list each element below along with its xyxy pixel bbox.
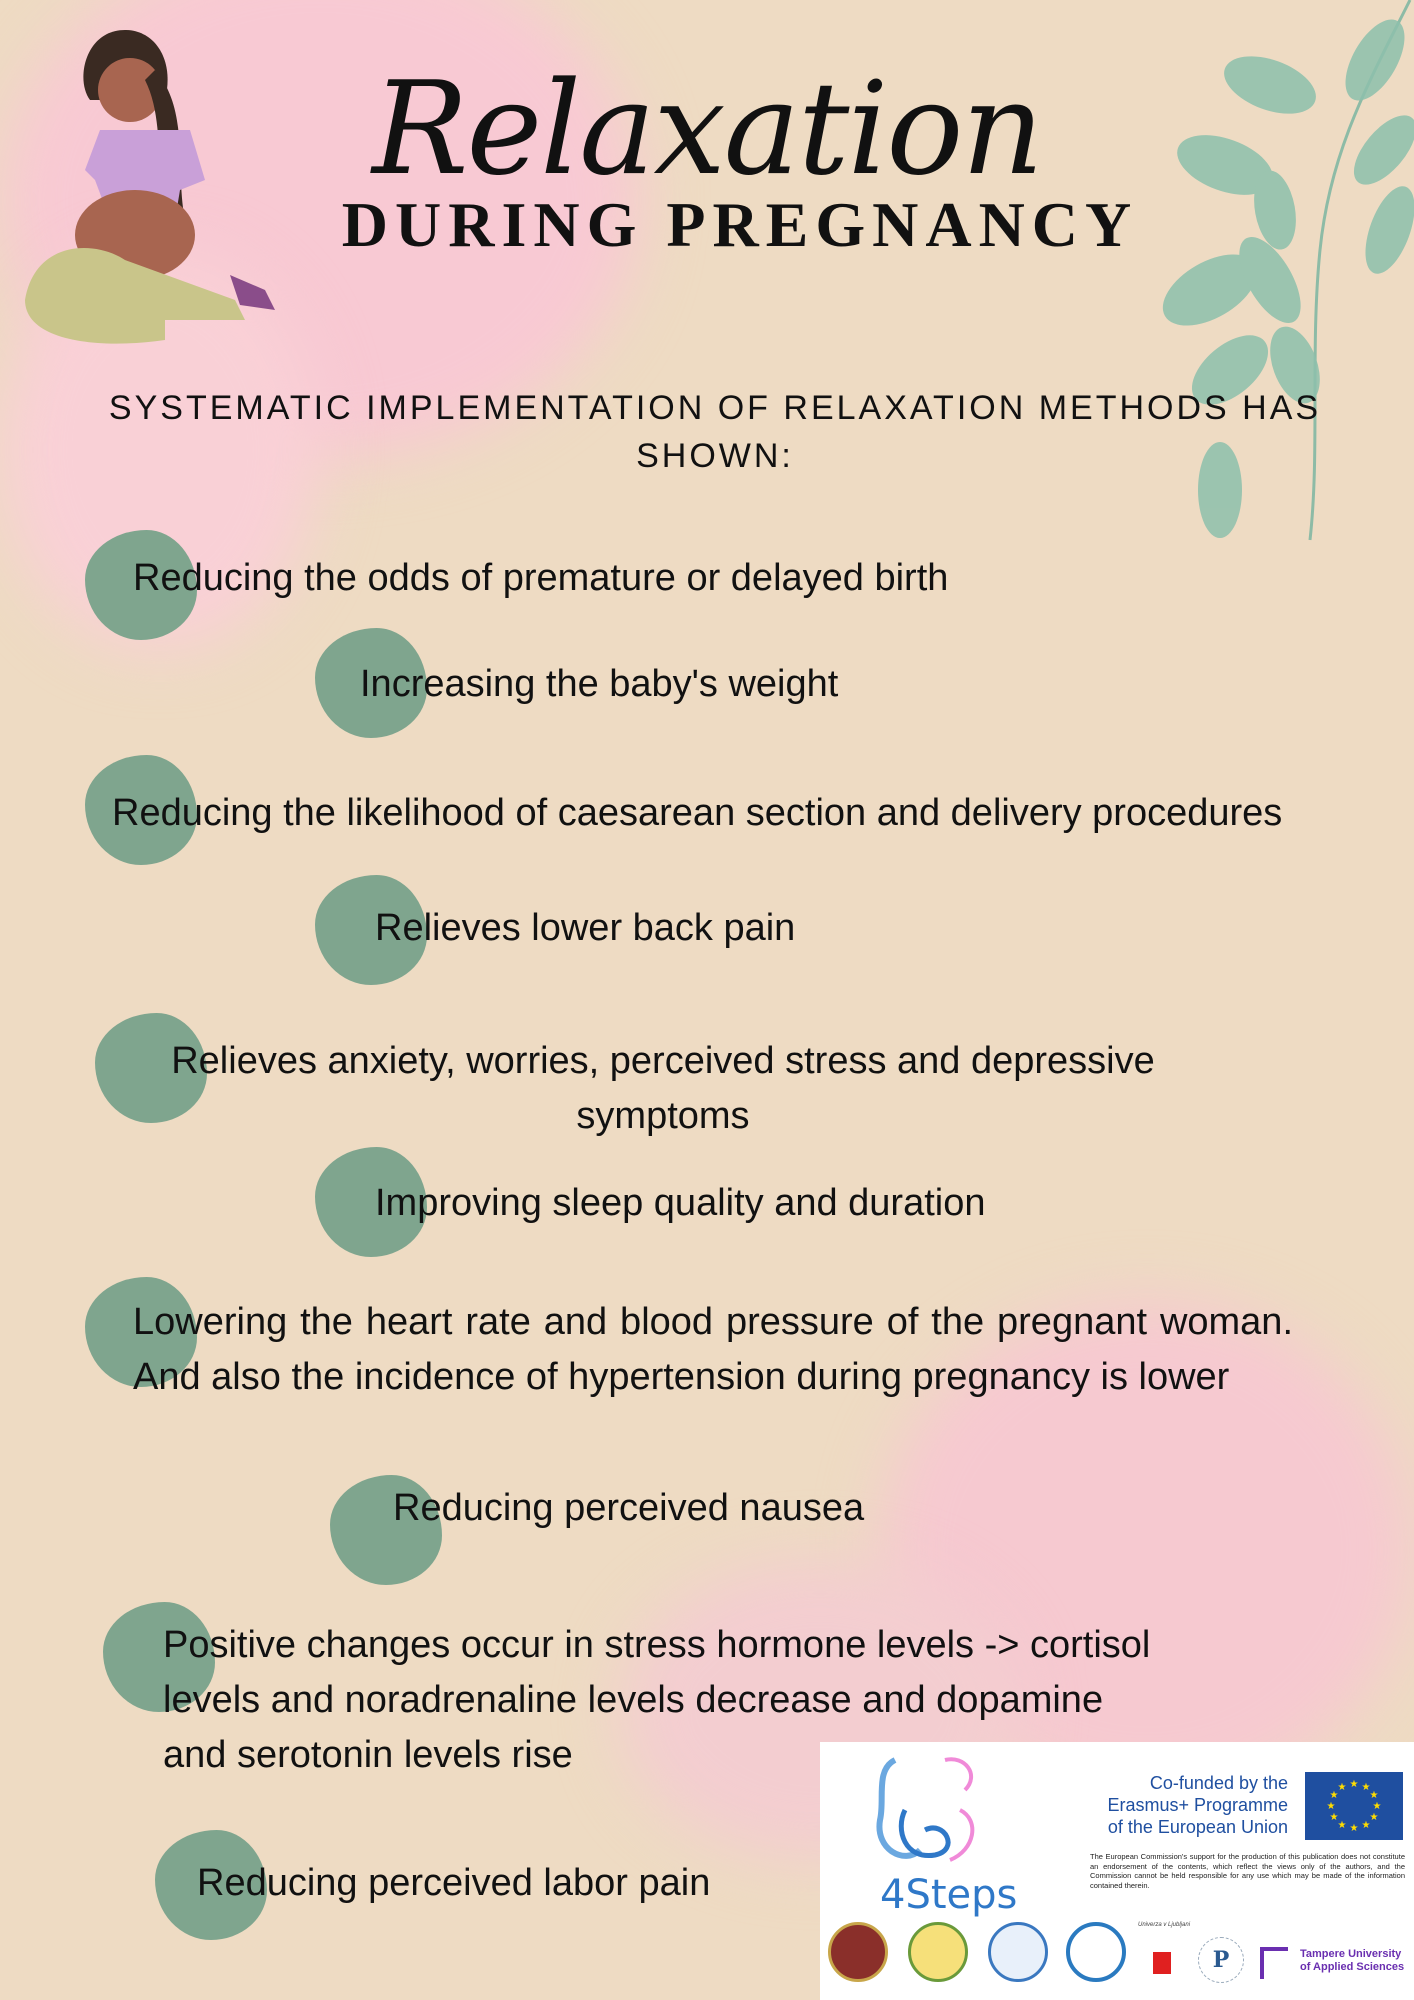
svg-text:★: ★ xyxy=(1373,1801,1382,1812)
tampere-label: Tampere University of Applied Sciences xyxy=(1300,1948,1405,1973)
4steps-logo-icon xyxy=(876,1757,975,1862)
leaf-branch-decoration xyxy=(1162,0,1414,541)
benefit-item: Positive changes occur in stress hormone… xyxy=(163,1624,1151,1776)
4steps-logo-text: 4Steps xyxy=(880,1872,1018,1918)
pregnant-woman-illustration xyxy=(25,30,275,344)
benefit-item: Improving sleep quality and duration xyxy=(375,1182,986,1224)
benefit-item: Lowering the heart rate and blood pressu… xyxy=(133,1301,1293,1398)
svg-text:★: ★ xyxy=(1327,1801,1336,1812)
eu-disclaimer: The European Commission's support for th… xyxy=(1090,1852,1405,1890)
benefit-item: Reducing the odds of premature or delaye… xyxy=(133,557,949,599)
svg-text:★: ★ xyxy=(1362,1782,1371,1793)
benefit-item: Reducing the likelihood of caesarean sec… xyxy=(112,792,1283,834)
bullet-blob xyxy=(85,530,197,640)
bullet-blob xyxy=(315,628,427,738)
bullet-blob xyxy=(95,1013,207,1123)
svg-text:★: ★ xyxy=(1330,1812,1339,1823)
svg-text:★: ★ xyxy=(1370,1812,1379,1823)
svg-text:★: ★ xyxy=(1330,1790,1339,1801)
partner-seal-4 xyxy=(1066,1922,1126,1982)
eu-funding-text: Co-funded by the Erasmus+ Programme of t… xyxy=(1107,1773,1288,1837)
svg-text:★: ★ xyxy=(1338,1820,1347,1831)
eu-flag-icon: ★★★★★★ ★★★★★★ xyxy=(1305,1772,1403,1840)
partner-seals xyxy=(828,1922,1148,1984)
ljubljana-label: Univerza v Ljubljani xyxy=(1138,1922,1191,1928)
svg-text:★: ★ xyxy=(1338,1782,1347,1793)
primorska-logo-icon: P xyxy=(1198,1937,1244,1983)
svg-text:★: ★ xyxy=(1370,1790,1379,1801)
bullet-blob xyxy=(315,1147,427,1257)
page-title: Relaxation xyxy=(372,55,1044,204)
partner-seal-1 xyxy=(828,1922,888,1982)
intro-text: SYSTEMATIC IMPLEMENTATION OF RELAXATION … xyxy=(108,389,1322,475)
funding-logos-panel: 4Steps Co-funded by the Erasmus+ Program… xyxy=(820,1742,1414,2000)
svg-text:★: ★ xyxy=(1350,1823,1359,1834)
bullet-blob xyxy=(103,1602,215,1712)
tampere-logo-icon xyxy=(1260,1947,1288,1979)
partner-seal-3 xyxy=(988,1922,1048,1982)
page-subtitle: DURING PREGNANCY xyxy=(341,189,1139,260)
svg-text:★: ★ xyxy=(1362,1820,1371,1831)
benefit-item: Relieves anxiety, worries, perceived str… xyxy=(171,1040,1155,1137)
bullet-blob xyxy=(85,755,197,865)
ljubljana-logo-icon xyxy=(1153,1952,1171,1974)
bullet-blob xyxy=(85,1277,197,1387)
benefit-item: Reducing perceived nausea xyxy=(393,1487,865,1529)
benefit-item: Increasing the baby's weight xyxy=(360,663,839,705)
benefit-item: Reducing perceived labor pain xyxy=(197,1862,711,1904)
svg-text:★: ★ xyxy=(1350,1779,1359,1790)
bullet-blob xyxy=(330,1475,442,1585)
partner-seal-2 xyxy=(908,1922,968,1982)
benefit-item: Relieves lower back pain xyxy=(375,907,796,949)
bullet-blob xyxy=(155,1830,267,1940)
bullet-blob xyxy=(315,875,427,985)
